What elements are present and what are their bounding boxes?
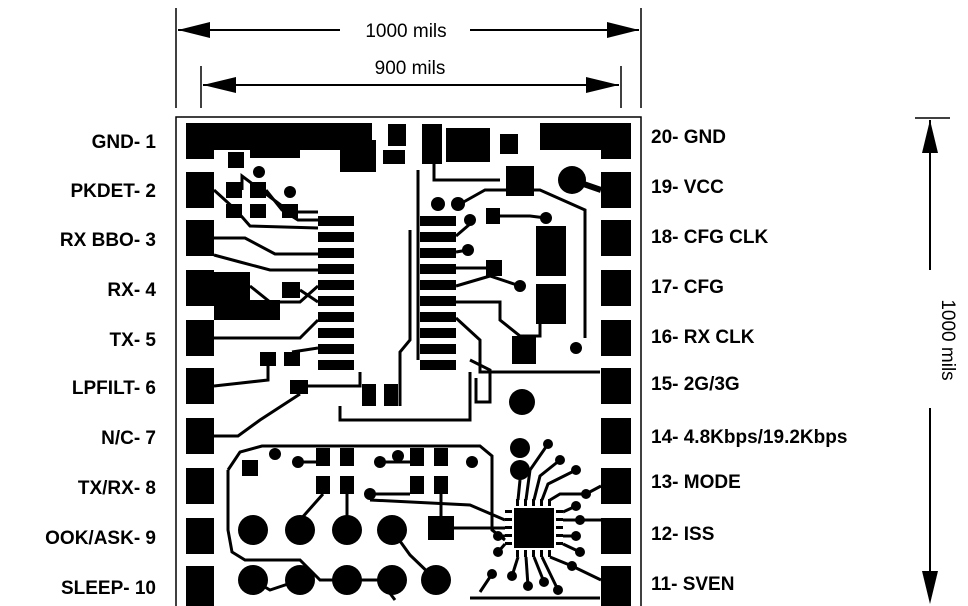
pin-label-rx-bbo-3: RX BBO- 3 xyxy=(60,230,156,251)
pin-label-tx-5: TX- 5 xyxy=(110,330,157,351)
pin-label-2g3g-15: 15- 2G/3G xyxy=(651,374,740,395)
pin-label-ookask-9: OOK/ASK- 9 xyxy=(45,528,156,549)
dimension-top-outer-label: 1000 mils xyxy=(365,21,446,42)
dimension-top-inner-label: 900 mils xyxy=(375,58,446,79)
dimension-right-label: 1000 mils xyxy=(937,299,958,380)
pin-label-cfg-17: 17- CFG xyxy=(651,277,724,298)
pin-label-mode-13: 13- MODE xyxy=(651,472,741,493)
dimension-top-inner: 900 mils xyxy=(200,58,622,108)
pin-label-nc-7: N/C- 7 xyxy=(101,428,156,449)
left-edge-pads xyxy=(186,123,214,606)
pin-label-gnd-1: GND- 1 xyxy=(92,132,157,153)
pin-label-rx-clk-16: 16- RX CLK xyxy=(651,327,755,348)
pin-label-cfg-clk-18: 18- CFG CLK xyxy=(651,227,768,248)
pin-label-pkdet-2: PKDET- 2 xyxy=(70,181,156,202)
pin-label-baud-14: 14- 4.8Kbps/19.2Kbps xyxy=(651,427,847,448)
pin-label-lpfilt-6: LPFILT- 6 xyxy=(72,378,156,399)
pcb-copper-traces xyxy=(186,123,631,601)
pin-label-iss-12: 12- ISS xyxy=(651,524,714,545)
pin-label-sleep-10: SLEEP- 10 xyxy=(61,578,156,599)
pin-label-sven-11: 11- SVEN xyxy=(651,574,734,595)
pin-label-vcc-19: 19- VCC xyxy=(651,177,724,198)
dimension-right: 1000 mils xyxy=(915,117,958,604)
pin-label-gnd-20: 20- GND xyxy=(651,127,726,148)
board-outline xyxy=(175,116,642,606)
right-edge-pads xyxy=(601,123,631,606)
pin-label-rx-4: RX- 4 xyxy=(107,280,156,301)
left-pin-labels: GND- 1 PKDET- 2 RX BBO- 3 RX- 4 TX- 5 LP… xyxy=(45,132,156,599)
right-pin-labels: 20- GND 19- VCC 18- CFG CLK 17- CFG 16- … xyxy=(651,127,847,595)
pin-label-txrx-8: TX/RX- 8 xyxy=(78,478,156,499)
dimension-top-outer: 1000 mils xyxy=(175,8,642,108)
